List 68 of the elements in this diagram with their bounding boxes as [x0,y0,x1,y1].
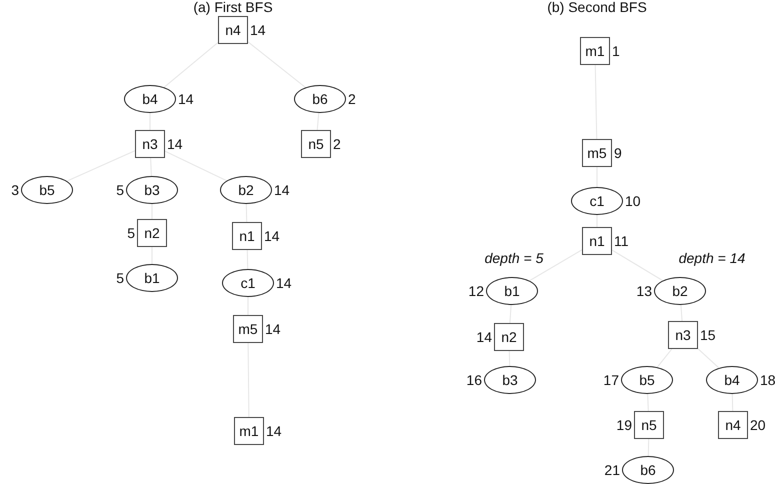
order-number: 15 [700,327,716,343]
order-number: 5 [116,270,124,286]
connector-line [248,41,306,88]
order-number: 14 [167,136,183,152]
connector-line [66,150,136,182]
connector-line [656,348,672,368]
node-box: m1 [580,37,610,65]
connector-line [612,250,664,282]
order-number: 1 [612,43,620,59]
depth-note: depth = 14 [678,250,746,266]
node-ellipse: c1 [222,269,274,297]
node-ellipse: b1 [126,264,178,292]
order-number: 14 [178,91,194,107]
order-number: 14 [264,228,280,244]
node-ellipse: b4 [706,366,758,394]
node-ellipse: b3 [484,366,536,394]
depth-note: depth = 5 [484,250,544,266]
order-number: 13 [636,283,652,299]
node-box: n5 [634,411,664,439]
order-number: 14 [274,182,290,198]
node-box: n5 [301,130,331,158]
node-ellipse: b3 [126,176,178,204]
order-number: 21 [604,462,620,478]
connector-line [164,150,228,182]
panel-heading: (a) First BFS [193,0,273,14]
node-ellipse: b1 [486,277,538,305]
order-number: 17 [603,372,619,388]
node-box: n1 [582,227,612,255]
node-ellipse: b6 [622,456,674,484]
node-ellipse: b6 [294,85,346,113]
node-box: n3 [135,130,165,158]
order-number: 14 [250,22,266,38]
node-ellipse: b5 [621,366,673,394]
node-box: n2 [137,219,167,247]
order-number: 14 [276,275,292,291]
order-number: 2 [333,136,341,152]
order-number: 9 [614,145,622,161]
order-number: 19 [616,417,632,433]
node-ellipse: c1 [571,187,623,215]
node-ellipse: b5 [21,176,73,204]
node-box: n3 [668,321,698,349]
node-box: n4 [218,16,248,44]
connector-line [164,42,218,88]
node-ellipse: b4 [124,85,176,113]
node-box: m1 [234,417,264,445]
order-number: 14 [476,329,492,345]
node-box: n1 [232,222,262,250]
order-number: 5 [127,225,135,241]
order-number: 16 [466,372,482,388]
order-number: 14 [266,423,282,439]
node-box: n2 [494,323,524,351]
node-box: m5 [233,315,263,343]
node-box: m5 [582,139,612,167]
panel-heading: (b) Second BFS [547,0,647,14]
order-number: 14 [265,321,281,337]
order-number: 18 [760,372,775,388]
connector-line [698,348,720,368]
order-number: 20 [750,417,766,433]
order-number: 5 [116,182,124,198]
order-number: 10 [625,193,641,209]
node-ellipse: b2 [654,277,706,305]
order-number: 12 [468,283,484,299]
node-box: n4 [718,411,748,439]
order-number: 2 [348,91,356,107]
connector-line [529,249,582,282]
node-ellipse: b2 [220,176,272,204]
order-number: 11 [614,233,629,249]
order-number: 3 [11,182,19,198]
